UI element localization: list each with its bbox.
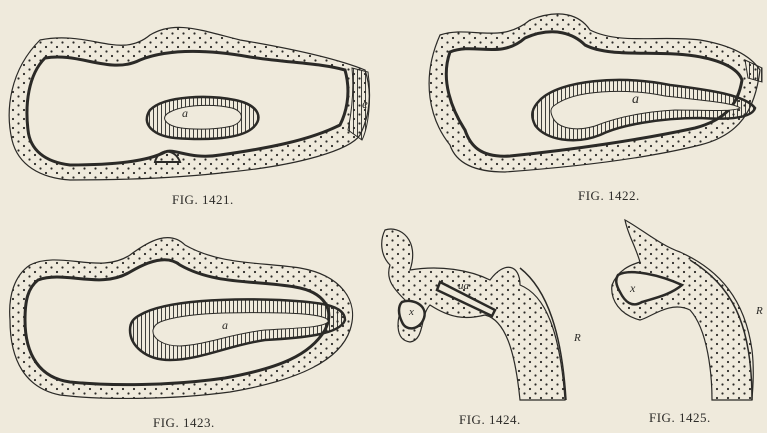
figure-1423 — [10, 238, 353, 399]
caption-fig-1422: FIG. 1422. — [578, 188, 640, 204]
gland-lumen — [165, 105, 242, 129]
caption-fig-1424: FIG. 1424. — [459, 412, 521, 428]
label-1425-r: R — [756, 305, 763, 317]
label-1424-ua: ua — [458, 280, 469, 292]
label-1424-x: x — [409, 306, 414, 318]
label-1424-r: R — [574, 332, 581, 344]
label-1422-a: a — [632, 92, 639, 108]
figure-1421 — [9, 27, 369, 180]
label-1425-x: x — [630, 281, 635, 296]
figure-1425 — [612, 220, 754, 400]
label-1423-a: a — [222, 318, 228, 333]
caption-fig-1423: FIG. 1423. — [153, 415, 215, 431]
caption-fig-1425: FIG. 1425. — [649, 410, 711, 426]
tissue — [612, 220, 754, 400]
caption-fig-1421: FIG. 1421. — [172, 192, 234, 208]
label-1421-e: e — [362, 96, 368, 112]
figure-1422 — [429, 14, 762, 172]
label-1421-a: a — [182, 106, 188, 121]
